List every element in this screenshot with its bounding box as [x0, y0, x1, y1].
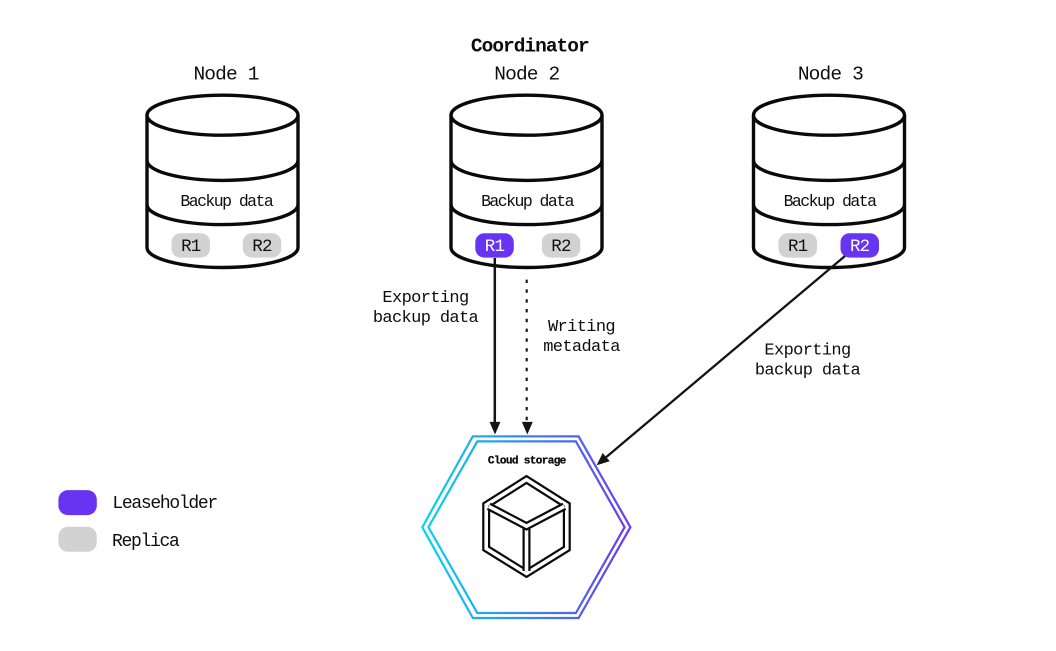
svg-text:Node 3: Node 3	[798, 64, 863, 86]
svg-text:Writing: Writing	[548, 318, 615, 337]
svg-text:Leaseholder: Leaseholder	[112, 494, 217, 514]
svg-text:R1: R1	[181, 237, 201, 257]
svg-text:Backup data: Backup data	[481, 192, 575, 211]
svg-text:Backup data: Backup data	[784, 192, 878, 211]
svg-text:R2: R2	[551, 237, 571, 257]
svg-text:backup data: backup data	[373, 309, 479, 328]
svg-text:Exporting: Exporting	[382, 289, 468, 308]
svg-text:R2: R2	[850, 237, 870, 257]
svg-text:Cloud storage: Cloud storage	[488, 456, 567, 468]
svg-text:Replica: Replica	[112, 532, 180, 552]
svg-text:R1: R1	[788, 237, 808, 257]
svg-text:Exporting: Exporting	[764, 342, 850, 361]
svg-text:R1: R1	[485, 237, 505, 257]
svg-text:Node 1: Node 1	[193, 64, 258, 86]
svg-text:Backup data: Backup data	[180, 192, 274, 211]
svg-text:Coordinator: Coordinator	[471, 36, 589, 58]
svg-text:Node 2: Node 2	[494, 64, 559, 86]
svg-text:R2: R2	[252, 237, 272, 257]
svg-text:metadata: metadata	[543, 338, 620, 357]
svg-text:backup data: backup data	[755, 362, 861, 381]
